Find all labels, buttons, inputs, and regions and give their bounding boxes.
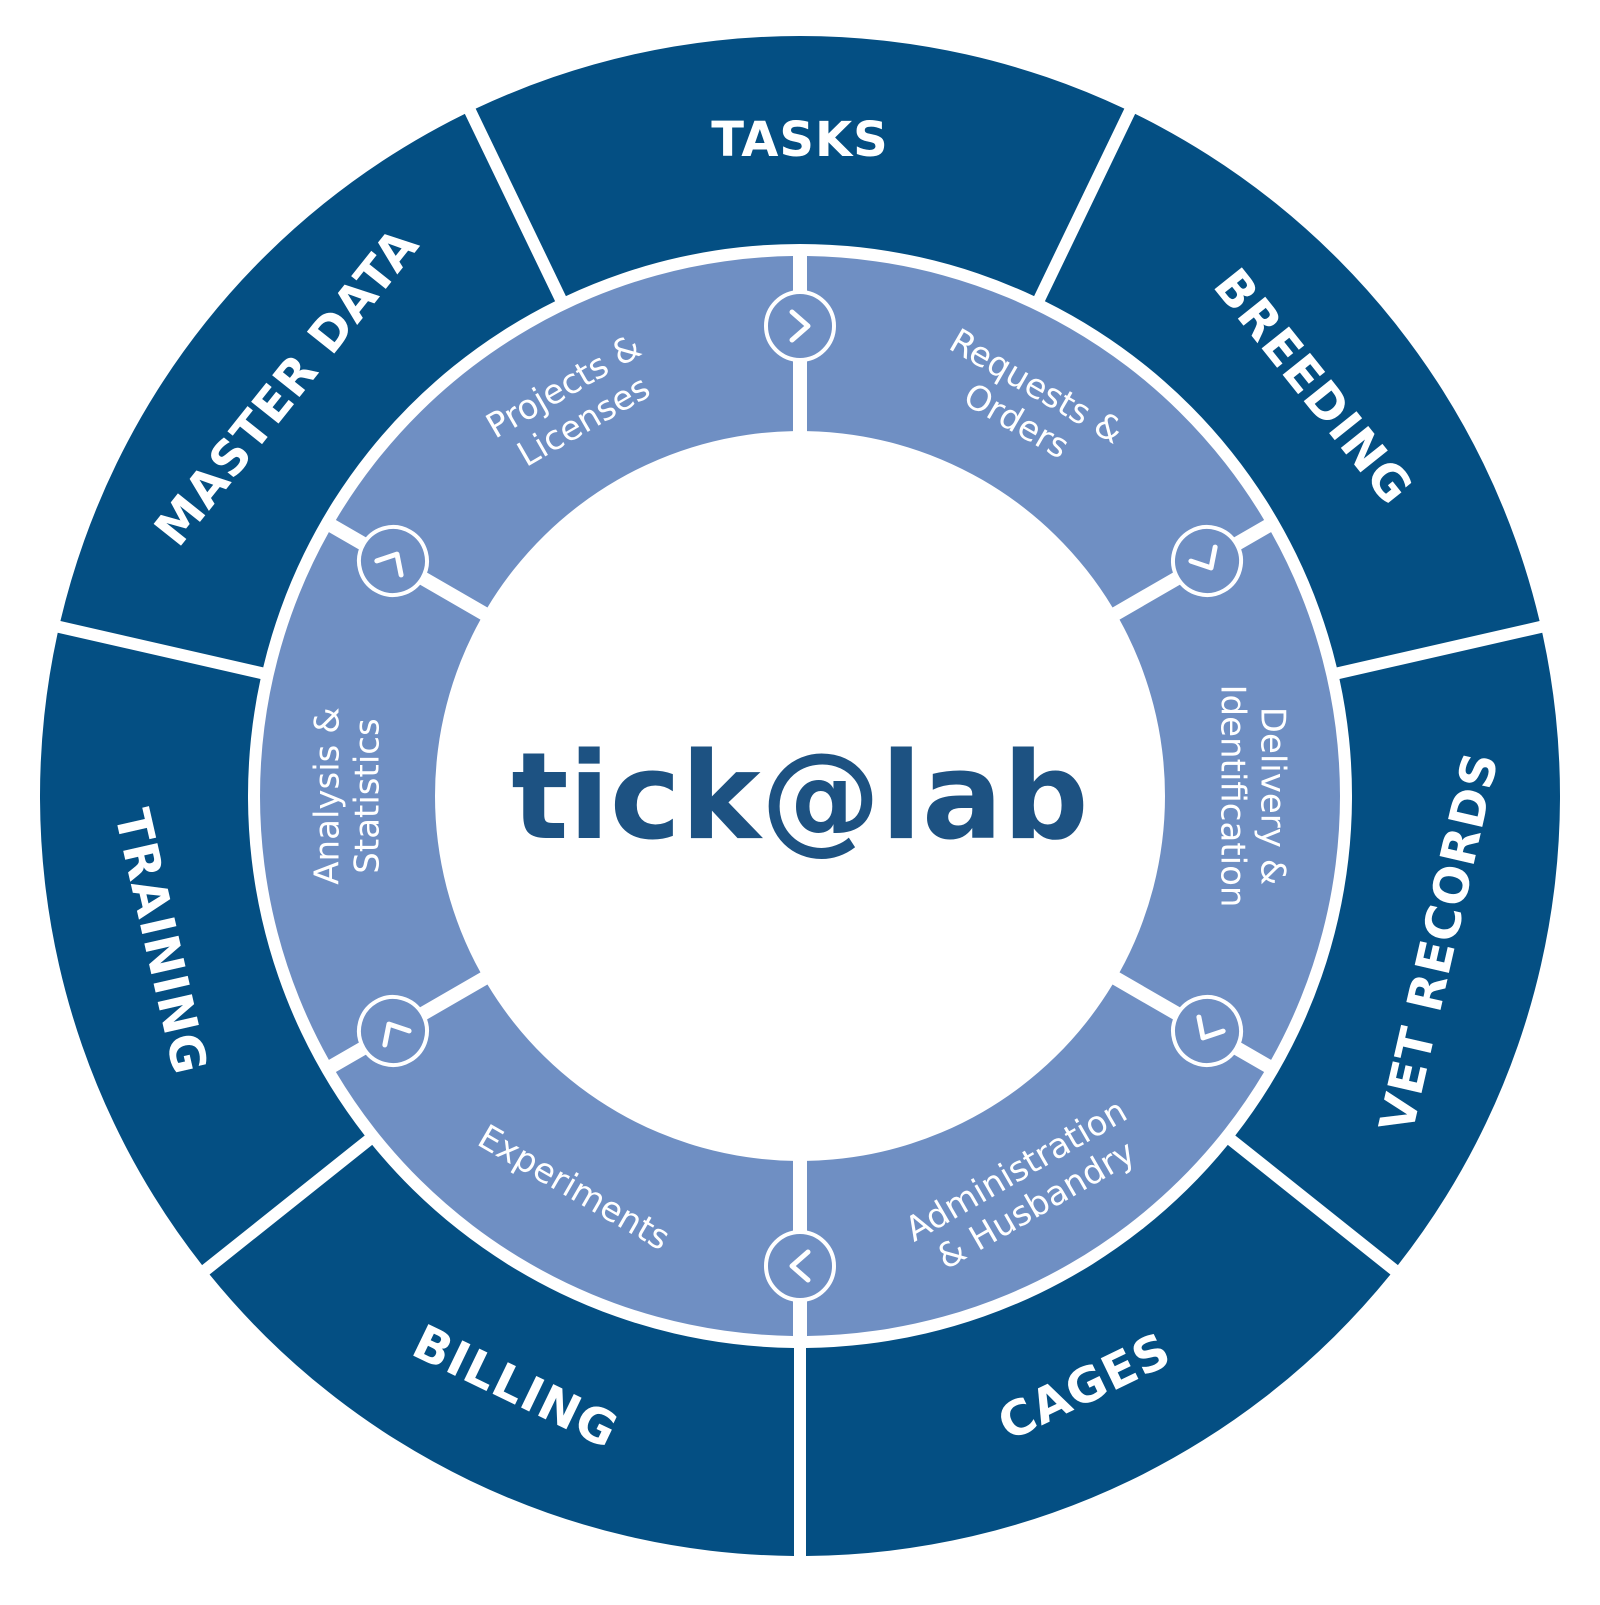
center-disc bbox=[438, 434, 1162, 1158]
inner-step-line: Identification bbox=[1213, 685, 1253, 908]
inner-step-segment bbox=[260, 532, 481, 1060]
inner-step-segment bbox=[1119, 532, 1340, 1060]
chevron-icon bbox=[356, 525, 429, 597]
outer-module-tasks bbox=[475, 36, 1125, 297]
chevron-icon bbox=[356, 995, 429, 1067]
flow-icons bbox=[356, 290, 1244, 1302]
chevron-icon bbox=[764, 1230, 836, 1302]
chevron-icon bbox=[1171, 525, 1244, 597]
tick-lab-logo: tick@lab bbox=[511, 728, 1088, 867]
outer-module-training bbox=[39, 632, 365, 1266]
inner-step-segment bbox=[335, 984, 794, 1336]
inner-step-line: Analysis & bbox=[308, 707, 348, 884]
inner-step-segment bbox=[806, 256, 1265, 608]
outer-module-master-data bbox=[60, 113, 556, 668]
outer-module-label: TASKS bbox=[711, 112, 889, 168]
inner-step-segment bbox=[806, 984, 1265, 1336]
inner-step-segment bbox=[335, 256, 794, 608]
inner-step-line: Delivery & bbox=[1253, 707, 1293, 885]
outer-module-cages bbox=[805, 1144, 1391, 1556]
outer-module-vet-records bbox=[1235, 632, 1560, 1266]
outer-module-breeding bbox=[1044, 113, 1540, 668]
inner-step-label: Delivery &Identification bbox=[1213, 685, 1293, 908]
outer-module-billing bbox=[209, 1144, 795, 1556]
inner-step-line: Statistics bbox=[348, 718, 388, 873]
inner-step-label: Analysis &Statistics bbox=[308, 707, 388, 884]
chevron-icon bbox=[764, 290, 836, 362]
chevron-icon bbox=[1171, 995, 1244, 1067]
